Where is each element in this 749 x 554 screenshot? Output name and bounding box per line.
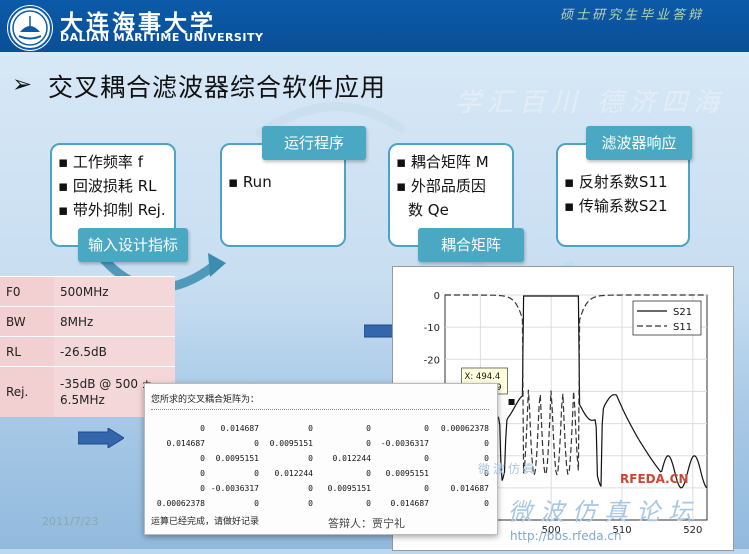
- matrix-cell: 0.012244: [274, 469, 313, 478]
- step3-item-3: 数 Qe: [408, 201, 449, 219]
- matrix-cell: 0: [366, 469, 371, 478]
- series-line-s11: [445, 294, 707, 476]
- step3-item-1: ▪ 耦合矩阵 M: [396, 153, 489, 171]
- y-tick-label: 0: [434, 291, 440, 302]
- matrix-cell: 0: [308, 424, 313, 433]
- param-key: Rej.: [0, 366, 54, 417]
- x-tick-label: 510: [612, 525, 631, 536]
- step1-item-2: ▪ 回波损耗 RL: [58, 177, 157, 195]
- step1-item-3: ▪ 带外抑制 Rej.: [58, 201, 166, 219]
- title-bullet-icon: ➢: [12, 70, 33, 98]
- university-name-en: DALIAN MARITIME UNIVERSITY: [60, 31, 264, 44]
- step2-item-1: ▪ Run: [228, 173, 272, 191]
- matrix-separator: [151, 409, 489, 410]
- matrix-cell: 0.0095151: [269, 439, 313, 448]
- thesis-defense-tag: 硕士研究生毕业答辩: [560, 8, 705, 23]
- matrix-cell: 0: [424, 484, 429, 493]
- right-arrow-icon: [78, 428, 124, 448]
- step-label-run-program: 运行程序: [262, 126, 366, 160]
- flow-arrow-2-icon: [255, 102, 405, 138]
- matrix-cell: 0: [424, 454, 429, 463]
- matrix-cell: 0.0095151: [385, 469, 429, 478]
- matrix-cell: -0.0036317: [380, 439, 429, 448]
- matrix-cell: 0: [254, 499, 259, 508]
- matrix-cell: 0.0095151: [215, 454, 259, 463]
- step4-item-1: ▪ 反射系数S11: [564, 173, 668, 191]
- matrix-cell: 0: [308, 499, 313, 508]
- matrix-cell: 0.014687: [450, 484, 489, 493]
- param-key: RL: [0, 336, 54, 367]
- matrix-cell: 0: [254, 469, 259, 478]
- matrix-cell: 0.0095151: [327, 484, 371, 493]
- matrix-cell: 0: [484, 499, 489, 508]
- matrix-cell: 0: [484, 454, 489, 463]
- matrix-cell: 0: [484, 469, 489, 478]
- y-tick-label: -10: [424, 323, 440, 334]
- matrix-output-title: 您所求的交叉耦合矩阵为：: [151, 395, 260, 405]
- step3-item-2: ▪ 外部品质因: [396, 177, 486, 195]
- param-value: 8MHz: [54, 306, 175, 337]
- matrix-cell: 0: [200, 484, 205, 493]
- matrix-cell: 0.014687: [220, 424, 259, 433]
- param-value: -26.5dB: [54, 336, 175, 367]
- matrix-cell: 0: [366, 439, 371, 448]
- calligraphy-motto: 学汇百川 德济四海: [455, 88, 726, 118]
- table-row: Rej. -35dB @ 500 ± 6.5MHz: [0, 366, 175, 417]
- table-row: F0 500MHz: [0, 276, 175, 307]
- ship-watermark-text: 微波仿真: [478, 462, 539, 476]
- step-filter-response-box: ▪ 反射系数S11 ▪ 传输系数S21: [556, 143, 690, 247]
- matrix-cell: 0: [484, 439, 489, 448]
- page-title: 交叉耦合滤波器综合软件应用: [48, 73, 387, 102]
- matrix-cell: 0.014687: [390, 499, 429, 508]
- matrix-cell: 0: [308, 484, 313, 493]
- matrix-cell: 0.00062378: [156, 499, 205, 508]
- step-label-input-specs: 输入设计指标: [78, 228, 188, 262]
- param-key: F0: [0, 276, 54, 307]
- legend-label-s21: S21: [673, 307, 692, 318]
- matrix-cell: 0.00062378: [440, 424, 489, 433]
- coupling-matrix-output-window: 您所求的交叉耦合矩阵为： 0 0.014687 0 0 0 0.00062378 0.014…: [144, 383, 498, 535]
- rfeda-forum-name: 微波仿真论坛: [508, 498, 700, 526]
- matrix-done-message: 运算已经完成，请做好记录: [151, 517, 260, 527]
- rfeda-logo: RFEDA.CN: [620, 472, 689, 486]
- step1-item-1: ▪ 工作频率 f: [58, 153, 143, 171]
- table-row: BW 8MHz: [0, 306, 175, 337]
- step-run-program-box: ▪ Run: [220, 143, 346, 247]
- legend-label-s11: S11: [673, 322, 692, 333]
- matrix-cell: 0: [366, 499, 371, 508]
- header-bar: [0, 0, 749, 52]
- table-row: RL -26.5dB: [0, 336, 175, 367]
- x-tick-label: 500: [542, 525, 561, 536]
- university-logo: [8, 6, 52, 50]
- step4-item-2: ▪ 传输系数S21: [564, 197, 668, 215]
- matrix-cell: 0.014687: [166, 439, 205, 448]
- step-label-filter-response: 滤波器响应: [586, 126, 692, 160]
- matrix-cell: 0: [308, 454, 313, 463]
- step-label-coupling-matrix: 耦合矩阵: [418, 228, 524, 262]
- matrix-cell: 0: [254, 439, 259, 448]
- slide-date: 2011/7/23: [42, 515, 99, 528]
- matrix-cell: 0: [200, 469, 205, 478]
- matrix-cell: 0.012244: [332, 454, 371, 463]
- matrix-cell: 0: [200, 424, 205, 433]
- matrix-cell: 0: [200, 454, 205, 463]
- matrix-cell: 0: [366, 424, 371, 433]
- y-tick-label: -20: [424, 355, 440, 366]
- matrix-cell: -0.0036317: [210, 484, 259, 493]
- datatip-x: X: 494.4: [465, 372, 501, 382]
- x-tick-label: 520: [683, 525, 702, 536]
- param-key: BW: [0, 306, 54, 337]
- matrix-cell: 0: [424, 424, 429, 433]
- param-value: 500MHz: [54, 276, 175, 307]
- legend-box: [632, 300, 702, 336]
- defender-name: 答辩人：贾宁礼: [328, 517, 405, 530]
- datatip-marker: [508, 399, 515, 406]
- design-spec-table: F0 500MHz BW 8MHz RL -26.5dB Rej. -35dB …: [0, 276, 175, 417]
- rfeda-url: http://bbs.rfeda.cn: [510, 529, 622, 543]
- university-name-cn: 大连海事大学: [60, 10, 216, 37]
